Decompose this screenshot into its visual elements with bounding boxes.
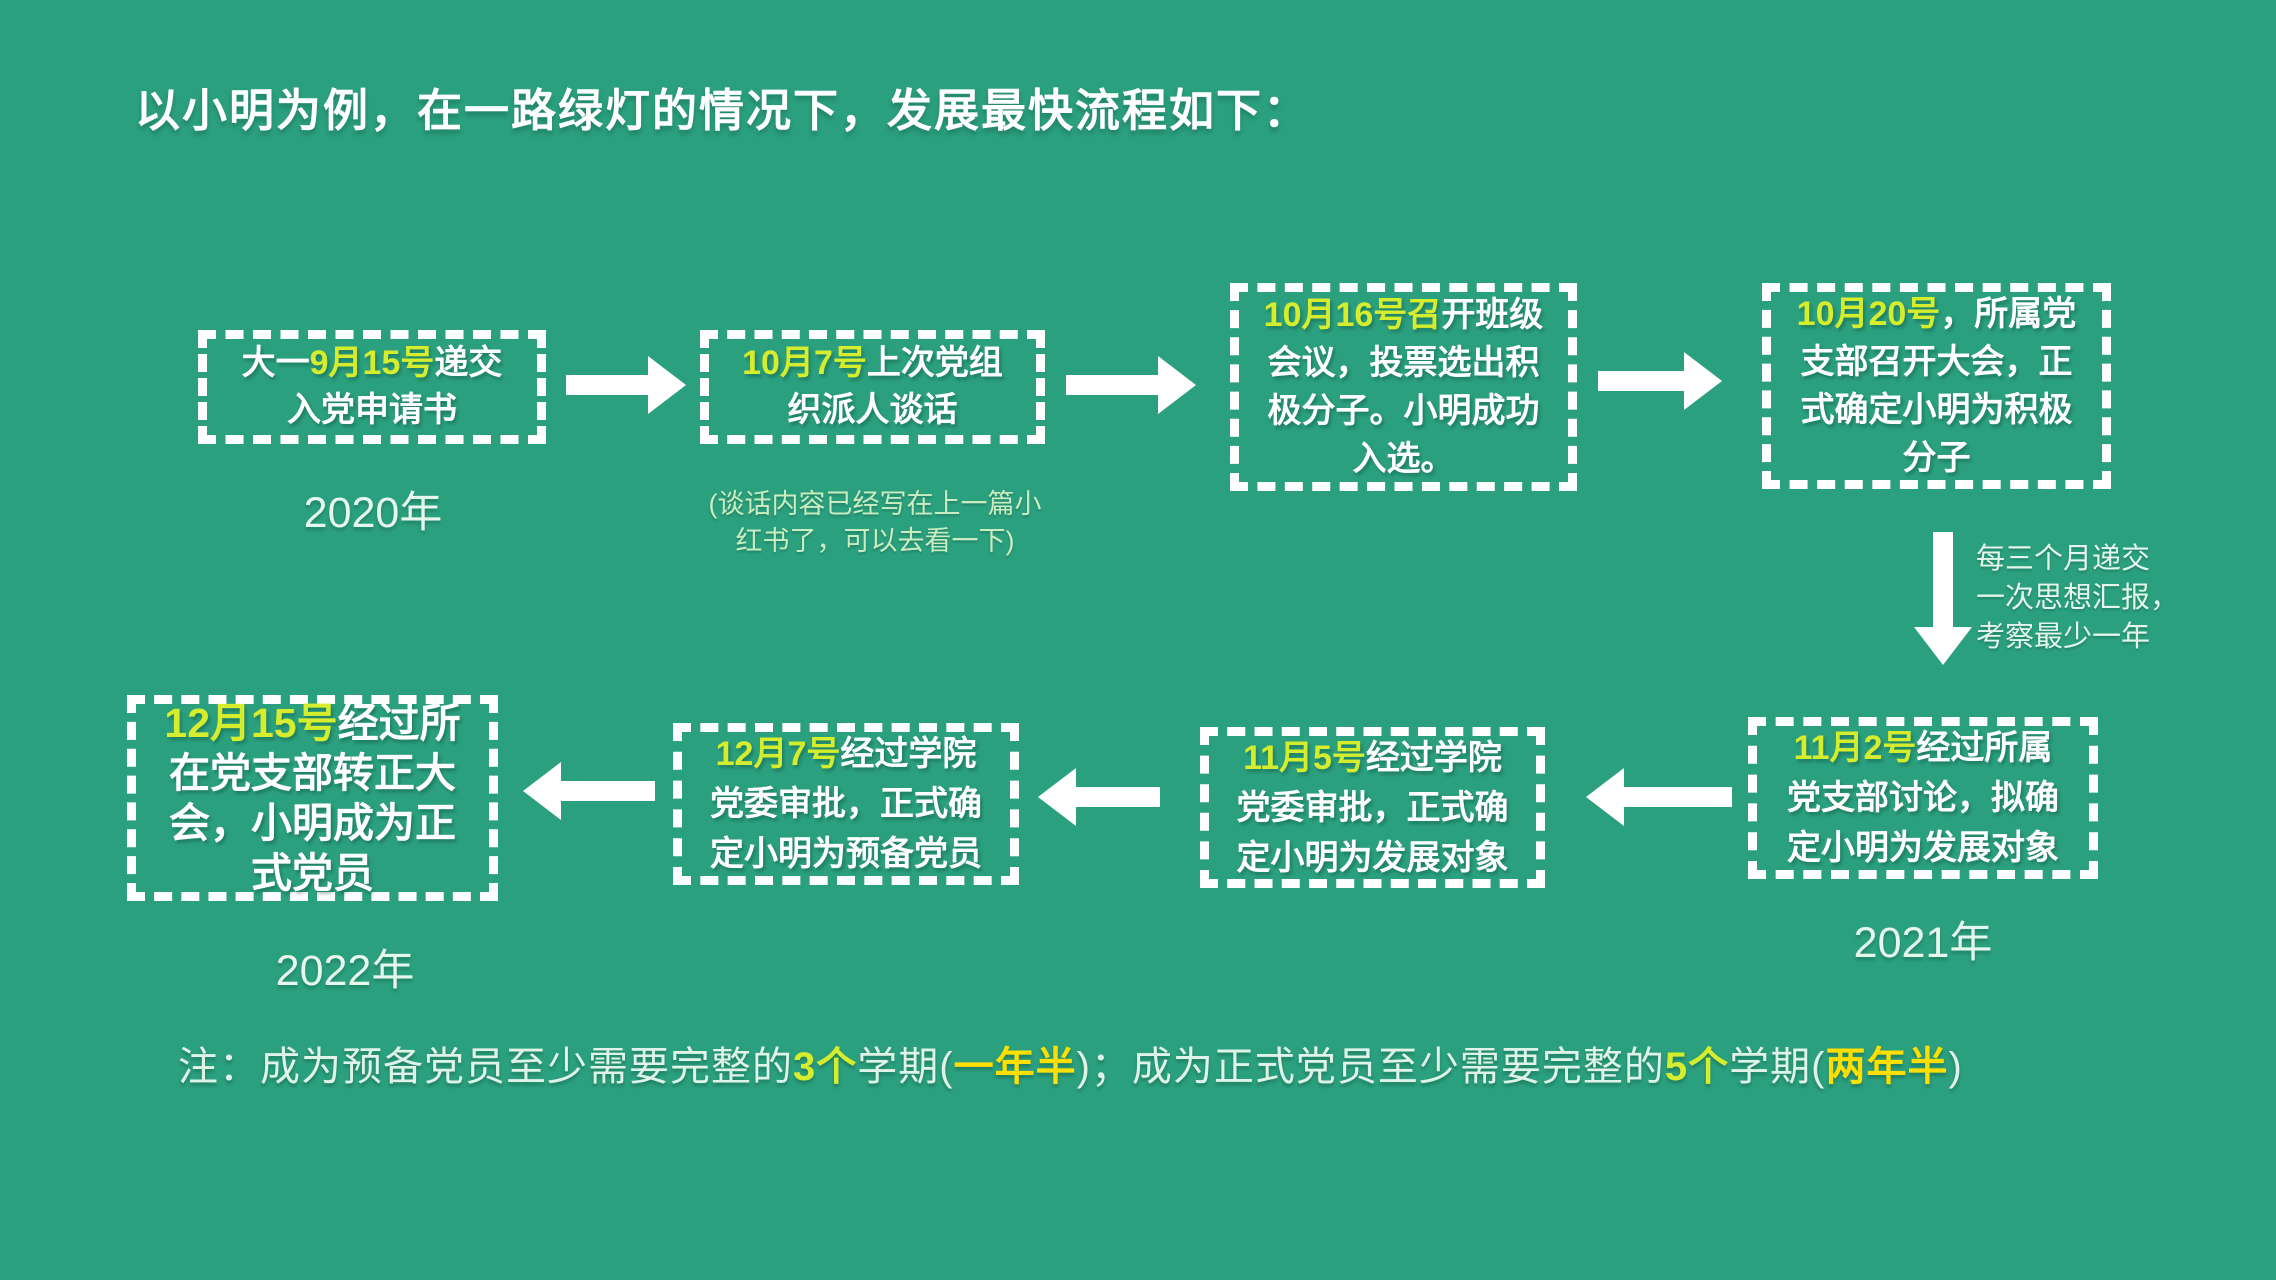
arrow-shaft — [1076, 787, 1160, 807]
year-label-2022: 2022年 — [275, 947, 415, 995]
step-box-application: 大一9月15号递交入党申请书 — [198, 330, 546, 444]
step-box-probationary-member-text: 12月7号经过学院党委审批，正式确定小明为预备党员 — [710, 735, 982, 873]
footnote: 注：成为预备党员至少需要完整的3个学期(一年半)；成为正式党员至少需要完整的5个… — [178, 1034, 2218, 1092]
year-label-2020: 2020年 — [303, 489, 443, 537]
date-highlight: 11月5号 — [1243, 738, 1366, 777]
arrow-right-icon — [1598, 352, 1722, 410]
date-highlight: 9月15号 — [309, 344, 435, 382]
date-highlight: 10月20号 — [1796, 295, 1941, 333]
step-box-class-meeting-text: 10月16号召开班级会议，投票选出积极分子。小明成功入选。 — [1263, 296, 1544, 478]
arrow-shaft — [566, 375, 648, 395]
step-box-development-confirm: 11月5号经过学院党委审批，正式确定小明为发展对象 — [1200, 727, 1545, 888]
arrow-shaft — [1624, 787, 1732, 807]
talk-note: (谈话内容已经写在上一篇小 红书了，可以去看一下) — [655, 486, 1095, 560]
footnote-text: ) — [1948, 1045, 1963, 1089]
arrow-shaft — [1933, 532, 1953, 627]
page-title: 以小明为例，在一路绿灯的情况下，发展最快流程如下： — [135, 85, 1311, 136]
arrow-left-icon — [1586, 768, 1732, 826]
talk-note-line: 红书了，可以去看一下) — [735, 526, 1015, 556]
arrow-head — [1914, 627, 1972, 665]
semester-highlight: 5个 — [1664, 1045, 1730, 1089]
step-box-application-text: 大一9月15号递交入党申请书 — [241, 344, 503, 429]
step-box-activist-confirm: 10月20号，所属党支部召开大会，正式确定小明为积极分子 — [1762, 283, 2111, 489]
arrow-head — [648, 356, 686, 414]
footnote-text: )；成为正式党员至少需要完整的 — [1076, 1045, 1665, 1089]
arrow-head — [523, 762, 561, 820]
step-box-full-member-text: 12月15号经过所在党支部转正大会，小明成为正式党员 — [164, 700, 461, 896]
arrow-shaft — [1066, 375, 1158, 395]
step-box-probationary-member: 12月7号经过学院党委审批，正式确定小明为预备党员 — [673, 723, 1019, 885]
step-box-class-meeting: 10月16号召开班级会议，投票选出积极分子。小明成功入选。 — [1230, 283, 1577, 491]
arrow-head — [1684, 352, 1722, 410]
talk-note-line: (谈话内容已经写在上一篇小 — [708, 489, 1042, 519]
step-box-development-discussion: 11月2号经过所属党支部讨论，拟确定小明为发展对象 — [1748, 717, 2098, 879]
step-box-activist-confirm-text: 10月20号，所属党支部召开大会，正式确定小明为积极分子 — [1796, 295, 2077, 477]
inspection-note-line: 考察最少一年 — [1976, 621, 2151, 653]
arrow-shaft — [1598, 371, 1684, 391]
arrow-shaft — [561, 781, 655, 801]
footnote-text: 学期( — [1729, 1045, 1826, 1089]
arrow-right-icon — [1066, 356, 1196, 414]
date-highlight: 12月15号 — [164, 700, 338, 746]
arrow-right-icon — [566, 356, 686, 414]
year-label-2021: 2021年 — [1853, 919, 1993, 967]
duration-highlight: 一年半 — [953, 1045, 1077, 1089]
arrow-head — [1158, 356, 1196, 414]
date-highlight: 10月7号 — [742, 344, 867, 382]
date-highlight: 12月7号 — [715, 735, 841, 773]
step-box-talk-text: 10月7号上次党组织派人谈话 — [742, 344, 1003, 429]
arrow-head — [1038, 768, 1076, 826]
date-highlight: 10月16号召 — [1263, 296, 1442, 334]
step-box-development-discussion-text: 11月2号经过所属党支部讨论，拟确定小明为发展对象 — [1787, 729, 2059, 867]
footnote-text: 注：成为预备党员至少需要完整的 — [178, 1045, 793, 1089]
arrow-left-icon — [1038, 768, 1160, 826]
inspection-note-line: 每三个月递交 — [1976, 543, 2151, 575]
arrow-head — [1586, 768, 1624, 826]
inspection-note-line: 一次思想汇报， — [1976, 582, 2180, 614]
arrow-down-icon — [1914, 532, 1972, 665]
footnote-text: 学期( — [857, 1045, 954, 1089]
duration-highlight: 两年半 — [1825, 1045, 1949, 1089]
step-box-full-member: 12月15号经过所在党支部转正大会，小明成为正式党员 — [127, 695, 498, 901]
date-highlight: 11月2号 — [1793, 729, 1917, 767]
step-box-talk: 10月7号上次党组织派人谈话 — [700, 330, 1045, 444]
arrow-left-icon — [523, 762, 655, 820]
inspection-note: 每三个月递交 一次思想汇报， 考察最少一年 — [1976, 540, 2226, 657]
step-box-development-confirm-text: 11月5号经过学院党委审批，正式确定小明为发展对象 — [1236, 738, 1509, 877]
semester-highlight: 3个 — [793, 1045, 858, 1089]
